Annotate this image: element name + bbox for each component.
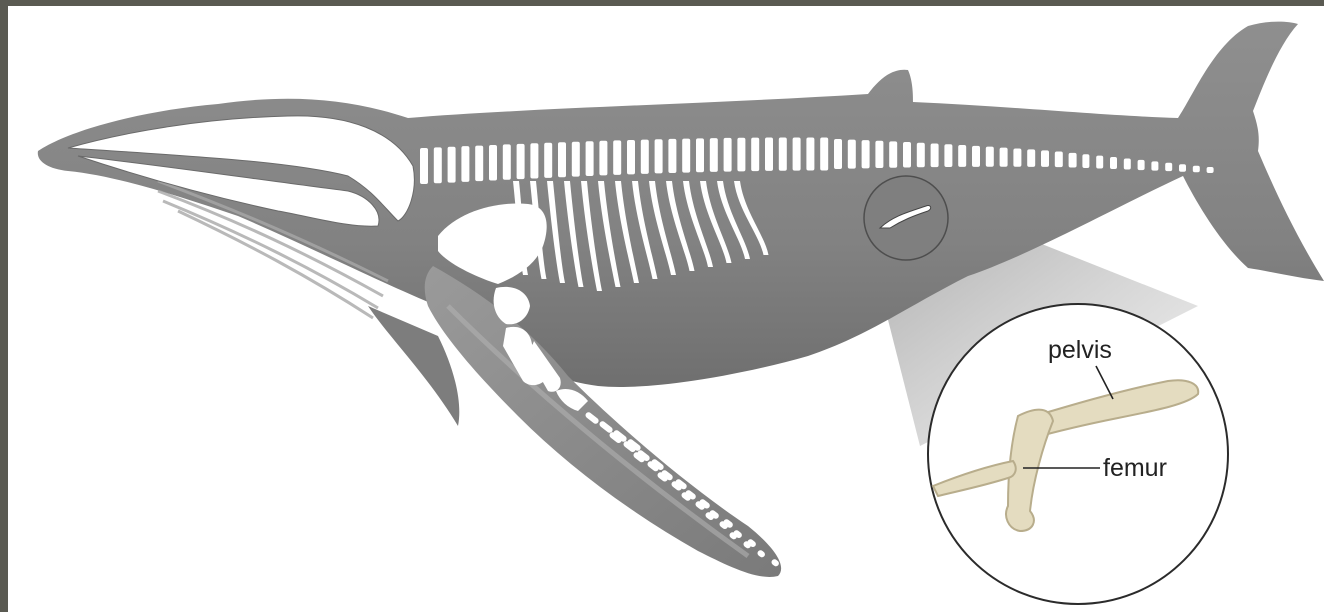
vertebra: [958, 145, 966, 167]
vertebra: [544, 143, 552, 178]
vertebra: [558, 142, 566, 177]
vertebra: [503, 144, 511, 179]
vertebra: [1165, 163, 1172, 171]
vertebra: [889, 141, 897, 167]
vertebra: [696, 138, 704, 172]
vertebra: [655, 139, 663, 173]
vertebra: [737, 138, 745, 172]
pelvis-label: pelvis: [1048, 336, 1112, 364]
vertebra: [875, 141, 883, 168]
vertebra: [1027, 149, 1035, 166]
vertebra: [434, 147, 442, 183]
vertebra: [972, 146, 980, 167]
femur-label: femur: [1103, 454, 1167, 482]
vertebra: [779, 137, 787, 170]
vertebra: [1013, 148, 1021, 166]
vertebra: [517, 144, 525, 179]
vertebra: [627, 140, 635, 174]
diagram-canvas: pelvis femur: [8, 6, 1324, 612]
vertebra: [931, 143, 939, 167]
vertebra: [986, 147, 994, 167]
vertebra: [1151, 161, 1158, 170]
vertebra: [599, 141, 607, 176]
vertebra: [806, 137, 814, 170]
vertebra: [1207, 167, 1214, 173]
vertebra: [613, 140, 621, 175]
vertebra: [903, 142, 911, 168]
vertebra: [710, 138, 718, 172]
vertebra: [793, 137, 801, 170]
vertebra: [572, 142, 580, 177]
vertebra: [848, 140, 856, 169]
vertebra: [724, 138, 732, 172]
vertebra: [1124, 158, 1131, 169]
vertebra: [820, 138, 828, 171]
vertebra: [682, 139, 690, 173]
vertebra: [530, 143, 538, 178]
vertebra: [1000, 148, 1008, 167]
vertebra: [1110, 157, 1117, 169]
vertebra: [1082, 154, 1089, 168]
vertebra: [641, 140, 649, 174]
vertebra: [586, 141, 594, 176]
vertebra: [1179, 164, 1186, 172]
vertebra: [862, 140, 870, 168]
vertebra: [917, 143, 925, 168]
vertebra: [751, 138, 759, 171]
whale-skeleton-diagram: pelvis femur: [8, 6, 1324, 612]
vertebra: [834, 139, 842, 169]
vertebra: [1041, 150, 1049, 167]
vertebra: [1193, 166, 1200, 173]
vertebra: [1096, 156, 1103, 169]
vertebra: [1055, 152, 1063, 168]
vertebra: [1138, 160, 1145, 170]
vertebra: [668, 139, 676, 173]
vertebra: [475, 146, 483, 182]
vertebra: [944, 144, 952, 167]
vertebra: [461, 146, 469, 182]
vertebra: [765, 138, 773, 171]
vertebra: [489, 145, 497, 180]
vertebra: [448, 147, 456, 183]
vertebra: [420, 148, 428, 184]
vertebra: [1069, 153, 1077, 168]
